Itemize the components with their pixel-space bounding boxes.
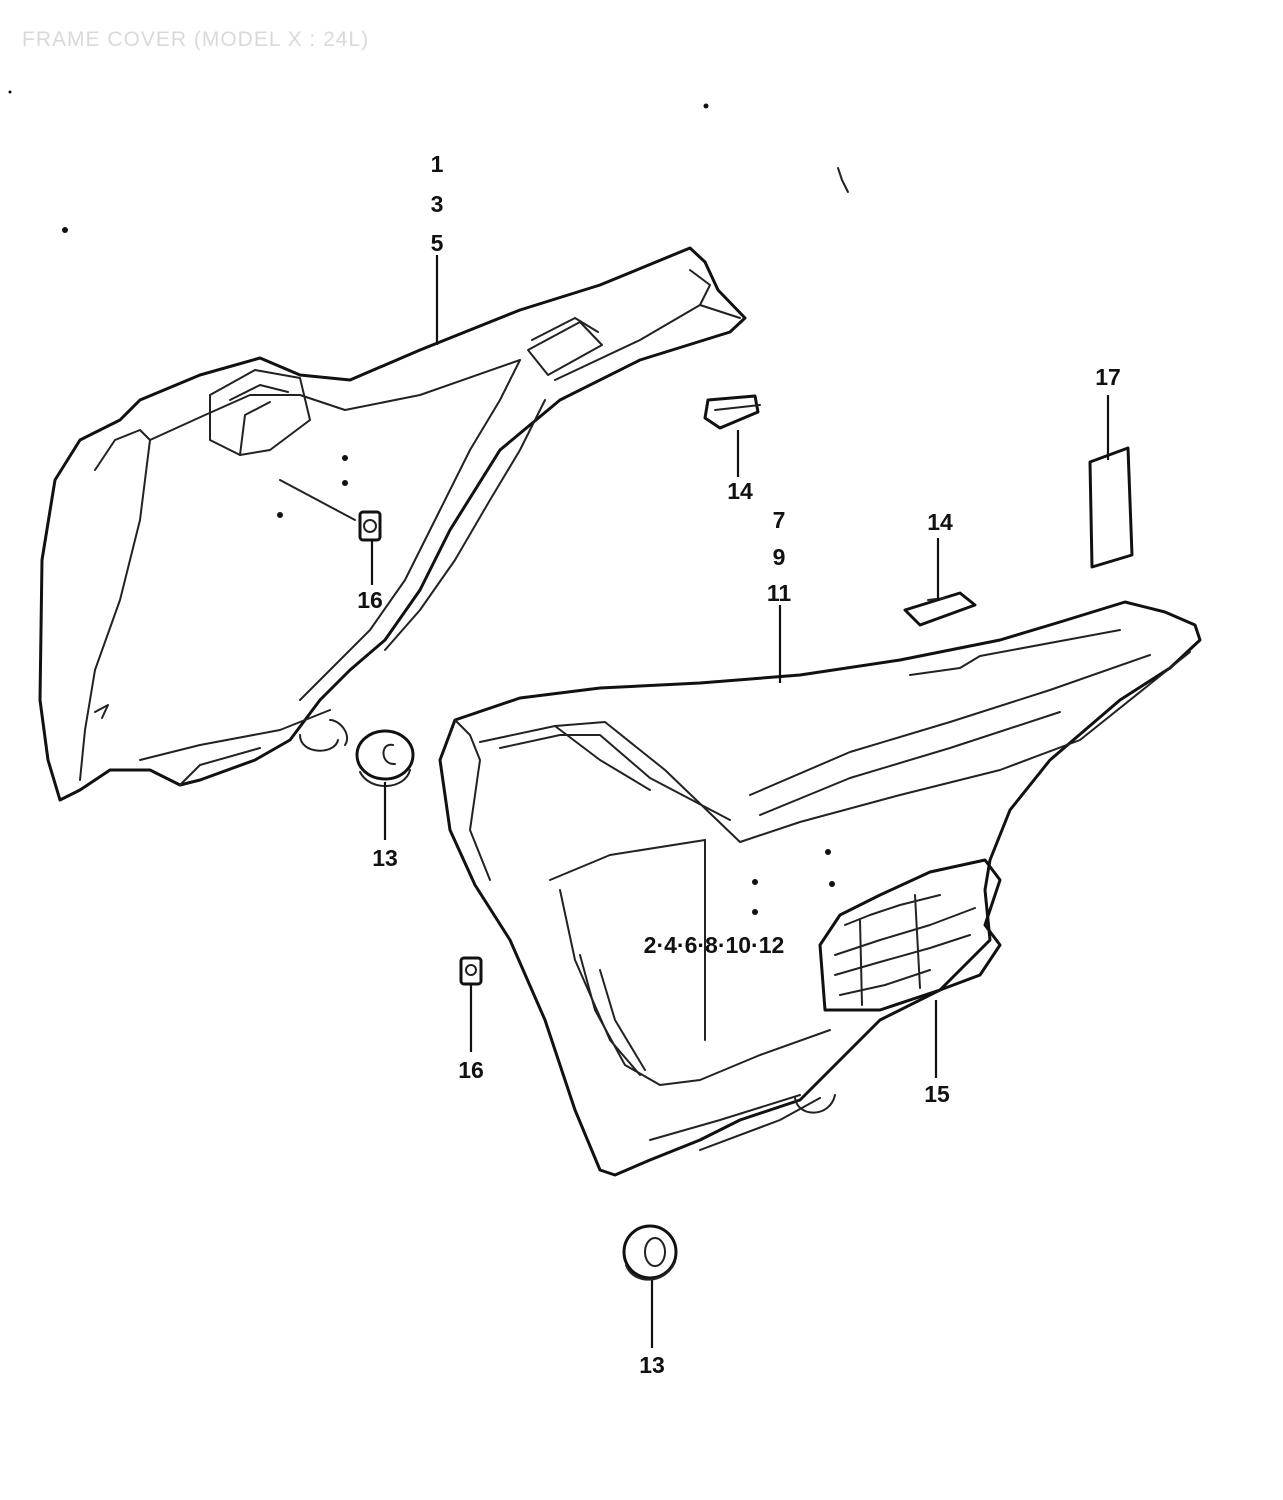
callout-11: 11 [767,580,792,606]
callout-2-4-6-8-10-12: 2·4·6·8·10·12 [644,932,785,958]
caution-plate-15 [818,858,1002,1012]
grommet-16-right [459,956,483,986]
scan-specks [8,90,849,233]
grommet-16-left [358,510,382,542]
clip-14-lower [903,591,977,627]
leader-lines [370,255,1110,1348]
callout-7: 7 [773,507,786,533]
cushion-13-lower [622,1224,678,1281]
left-frame-cover [38,246,747,802]
callout-5: 5 [431,230,444,256]
diagram-title: FRAME COVER (MODEL X : 24L) [22,28,369,51]
callout-labels: 1 3 5 16 13 14 14 17 7 9 11 2·4·6·8·10·1… [357,151,1121,1378]
callout-14-upper: 14 [727,478,753,504]
clip-14-upper [703,394,761,430]
callout-16-right: 16 [458,1057,484,1083]
callout-13-lower: 13 [639,1352,665,1378]
cushion-13-upper [355,729,415,787]
callout-15: 15 [924,1081,950,1107]
callout-9: 9 [773,544,786,570]
callout-16-left: 16 [357,587,383,613]
right-frame-cover [438,600,1202,1177]
callout-14-lower: 14 [927,509,953,535]
callout-3: 3 [431,191,444,217]
callout-13-upper: 13 [372,845,398,871]
callout-17: 17 [1095,364,1121,390]
callout-1: 1 [431,151,444,177]
label-plate-17 [1088,446,1134,569]
